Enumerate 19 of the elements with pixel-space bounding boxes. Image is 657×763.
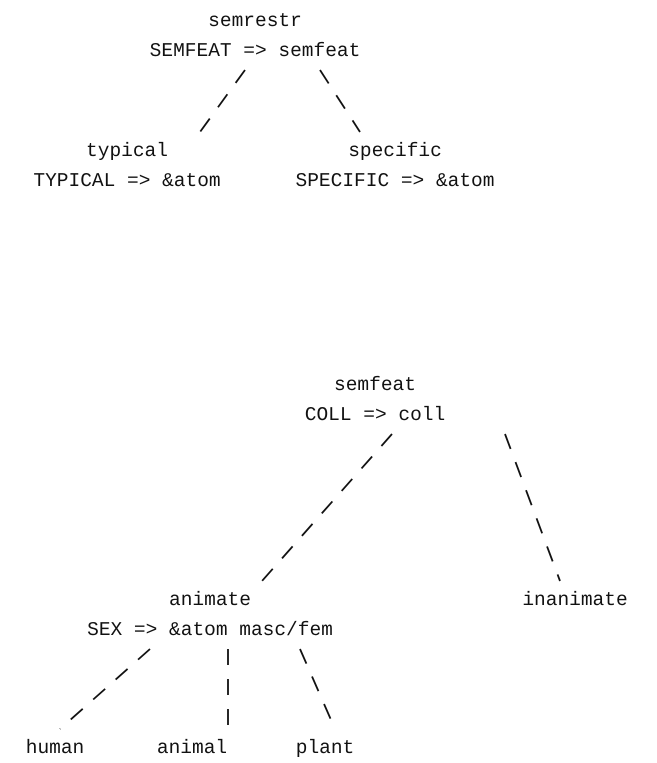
tree-branch-line: [59, 648, 151, 730]
type-name: plant: [296, 736, 354, 761]
type-name: human: [26, 736, 84, 761]
type-name: specific: [347, 139, 443, 164]
tree-branch-line: [199, 69, 246, 133]
type-name: inanimate: [522, 588, 628, 613]
feature-constraint: SPECIFIC => &atom: [296, 169, 494, 194]
type-name: animate: [168, 588, 252, 613]
tree-branch-line: [504, 434, 561, 582]
tree-branch-line: [261, 433, 393, 582]
tree-branch-line: [319, 70, 361, 132]
type-name: typical: [85, 139, 169, 164]
feature-constraint: TYPICAL => &atom: [33, 169, 221, 194]
type-name: semfeat: [333, 373, 417, 398]
type-name: animal: [156, 736, 228, 761]
feature-constraint: COLL => coll: [304, 403, 446, 428]
feature-constraint: SEX => &atom masc/fem: [87, 618, 333, 643]
feature-constraint: SEMFEAT => semfeat: [150, 39, 360, 64]
type-name: semrestr: [207, 9, 303, 34]
